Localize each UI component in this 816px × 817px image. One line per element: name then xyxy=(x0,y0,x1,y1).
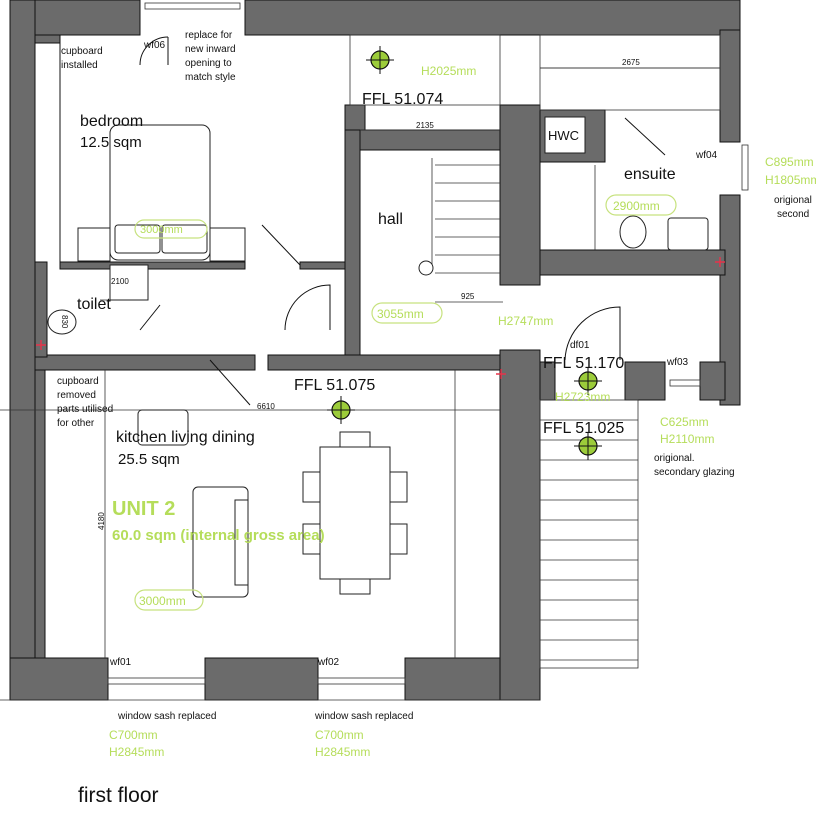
window-size-wf03: C625mm H2110mm xyxy=(660,415,714,446)
ceiling-ensuite: 2900mm xyxy=(613,199,660,213)
window-size-wf02: C700mm H2845mm xyxy=(315,728,370,759)
ffl-kitchen: FFL 51.075 xyxy=(294,377,375,394)
note-orig-wf04: origional second xyxy=(774,195,815,220)
ceiling-kitchen: 3000mm xyxy=(139,594,186,608)
ffl-landing: FFL 51.170 xyxy=(543,355,624,372)
room-label-ensuite: ensuite xyxy=(624,166,676,183)
tag-wf04: wf04 xyxy=(695,150,718,161)
note-sash-wf01: window sash replaced xyxy=(117,711,216,722)
note-orig-wf03: origional. secondary glazing xyxy=(654,453,735,478)
dim-2135: 2135 xyxy=(416,121,434,130)
tag-wf02: wf02 xyxy=(317,657,340,668)
height-h2723: H2723mm xyxy=(555,390,610,404)
note-cupboard-removed: cupboard removed parts utilised for othe… xyxy=(57,376,116,429)
room-label-hwc: HWC xyxy=(548,128,579,143)
ffl-hall-top: FFL 51.074 xyxy=(362,91,443,108)
ensuite-toilet xyxy=(619,215,647,249)
level-marker-icon xyxy=(366,46,394,74)
internal-lines xyxy=(0,34,721,701)
note-sash-wf02: window sash replaced xyxy=(314,711,413,722)
doors xyxy=(139,36,666,406)
toilet-fixture xyxy=(47,309,77,335)
room-area-bedroom: 12.5 sqm xyxy=(80,134,142,151)
ceiling-hall: 3055mm xyxy=(377,307,424,321)
room-label-bedroom: bedroom xyxy=(80,113,143,130)
tag-wf03: wf03 xyxy=(666,357,689,368)
dim-4180: 4180 xyxy=(97,512,106,530)
dim-925: 925 xyxy=(461,292,475,301)
ensuite-basin xyxy=(667,217,709,251)
dim-2675: 2675 xyxy=(622,58,640,67)
level-marker-icon xyxy=(574,432,602,460)
dining-table xyxy=(319,446,391,580)
ffl-stair: FFL 51.025 xyxy=(543,420,624,437)
unit-name: UNIT 2 xyxy=(112,498,175,520)
note-cupboard-installed: cupboard installed xyxy=(61,46,105,71)
level-markers xyxy=(327,46,602,460)
tag-wf01: wf01 xyxy=(109,657,132,668)
stair-flight xyxy=(539,399,639,669)
dim-830: 830 xyxy=(60,315,69,329)
window-size-wf01: C700mm H2845mm xyxy=(109,728,164,759)
hwc-tank xyxy=(544,116,586,154)
survey-markers xyxy=(36,257,725,379)
dim-2100: 2100 xyxy=(111,277,129,286)
tag-df01: df01 xyxy=(570,340,590,351)
drawing-title: first floor xyxy=(78,784,159,807)
windows xyxy=(107,2,749,685)
room-label-kitchen: kitchen living dining xyxy=(116,429,255,446)
note-replace-window: replace for new inward opening to match … xyxy=(185,30,238,83)
window-size-wf04: C895mm H1805mm xyxy=(765,155,816,187)
unit-area: 60.0 sqm (internal gross area) xyxy=(112,527,325,544)
ceiling-bedroom: 3000mm xyxy=(140,224,183,236)
tag-wf06: wf06 xyxy=(143,40,166,51)
height-h2025: H2025mm xyxy=(421,64,476,78)
room-label-hall: hall xyxy=(378,211,403,228)
stairs xyxy=(431,158,639,669)
dim-6610: 6610 xyxy=(257,402,275,411)
room-label-toilet: toilet xyxy=(77,296,111,313)
height-h2747: H2747mm xyxy=(498,314,553,328)
room-area-kitchen: 25.5 sqm xyxy=(118,451,180,468)
level-marker-icon xyxy=(574,367,602,395)
level-marker-icon xyxy=(327,396,355,424)
